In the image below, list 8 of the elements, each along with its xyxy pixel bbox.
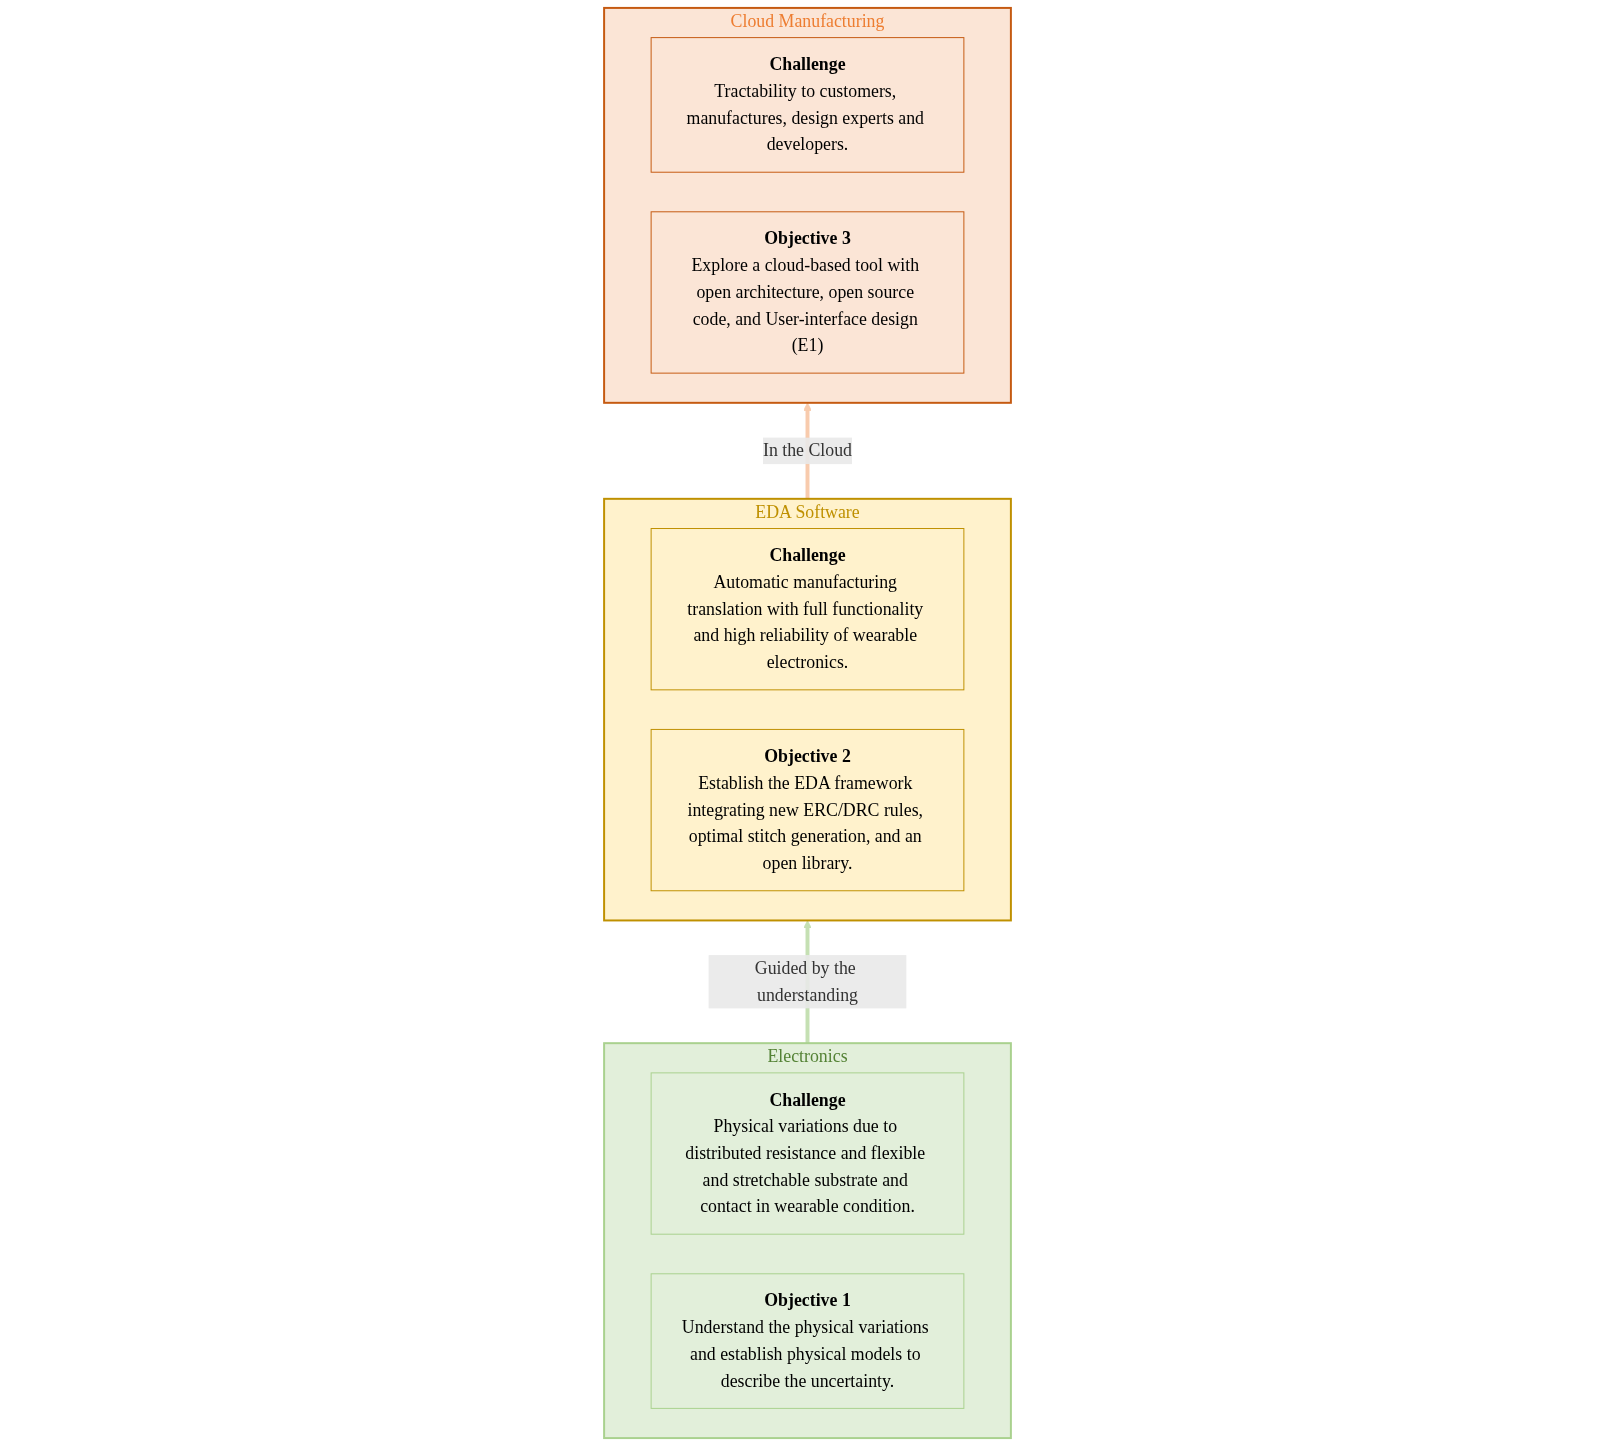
edge-label: Guided by the understanding (754, 958, 858, 1005)
node-box: Challenge Tractability to customers, manufactures, design experts and developers. (650, 37, 965, 173)
edge-label: In the Cloud (762, 440, 853, 461)
node-box: Challenge Physical variations due to distributed resistance and flexible and stretchable substrate and contact in wearable condition. (650, 1072, 965, 1235)
node-box: Challenge Automatic manufacturing translation with full functionality and high reliability of wearable electronics. (650, 528, 965, 691)
node-box: Objective 3 Explore a cloud-based tool with open architecture, open source code, and User-interface design (E1) (650, 211, 965, 374)
node-box: Objective 1 Understand the physical variations and establish physical models to describe the uncertainty. (650, 1273, 965, 1409)
node-box: Objective 2 Establish the EDA framework integrating new ERC/DRC rules, optimal stitch generation, and an open library. (650, 728, 965, 892)
